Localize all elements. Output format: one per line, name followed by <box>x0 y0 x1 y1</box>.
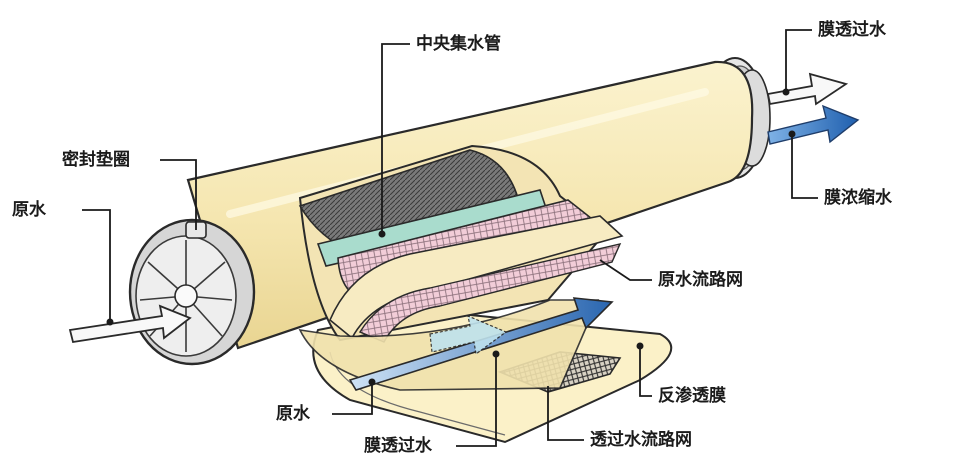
leader-feed-spacer <box>599 259 652 281</box>
label-seal-ring: 密封垫圈 <box>62 150 130 170</box>
leader-seal-ring <box>160 159 197 230</box>
leader-feed-bottom <box>332 382 373 415</box>
label-feed-bottom: 原水 <box>276 404 310 424</box>
left-end-cap-hub <box>174 284 198 308</box>
leader-lines <box>82 29 818 447</box>
leader-permeate-out <box>785 29 812 92</box>
leader-permeate-bottom <box>456 354 497 447</box>
label-feed-left: 原水 <box>12 200 46 220</box>
label-central-pipe: 中央集水管 <box>416 34 501 54</box>
label-concentrate-out: 膜浓缩水 <box>824 188 892 208</box>
leader-concentrate <box>791 134 818 199</box>
leader-dots <box>106 88 796 386</box>
label-ro-membrane: 反渗透膜 <box>658 386 726 406</box>
concentrate-outlet-arrow <box>767 104 860 145</box>
feed-inlet-arrow <box>68 304 192 344</box>
leader-feed-left <box>82 209 111 322</box>
membrane-curl-2 <box>358 243 622 343</box>
leader-permeate-spacer <box>547 386 584 441</box>
permeate-flow-arrow <box>429 315 508 356</box>
leader-central-pipe <box>381 43 410 234</box>
label-permeate-bottom: 膜透过水 <box>364 436 432 456</box>
label-permeate-spacer: 透过水流路网 <box>590 430 692 450</box>
leader-membrane <box>639 346 652 397</box>
label-feed-spacer: 原水流路网 <box>658 270 743 290</box>
label-permeate-out: 膜透过水 <box>818 20 886 40</box>
permeate-outlet-arrow <box>766 72 849 106</box>
